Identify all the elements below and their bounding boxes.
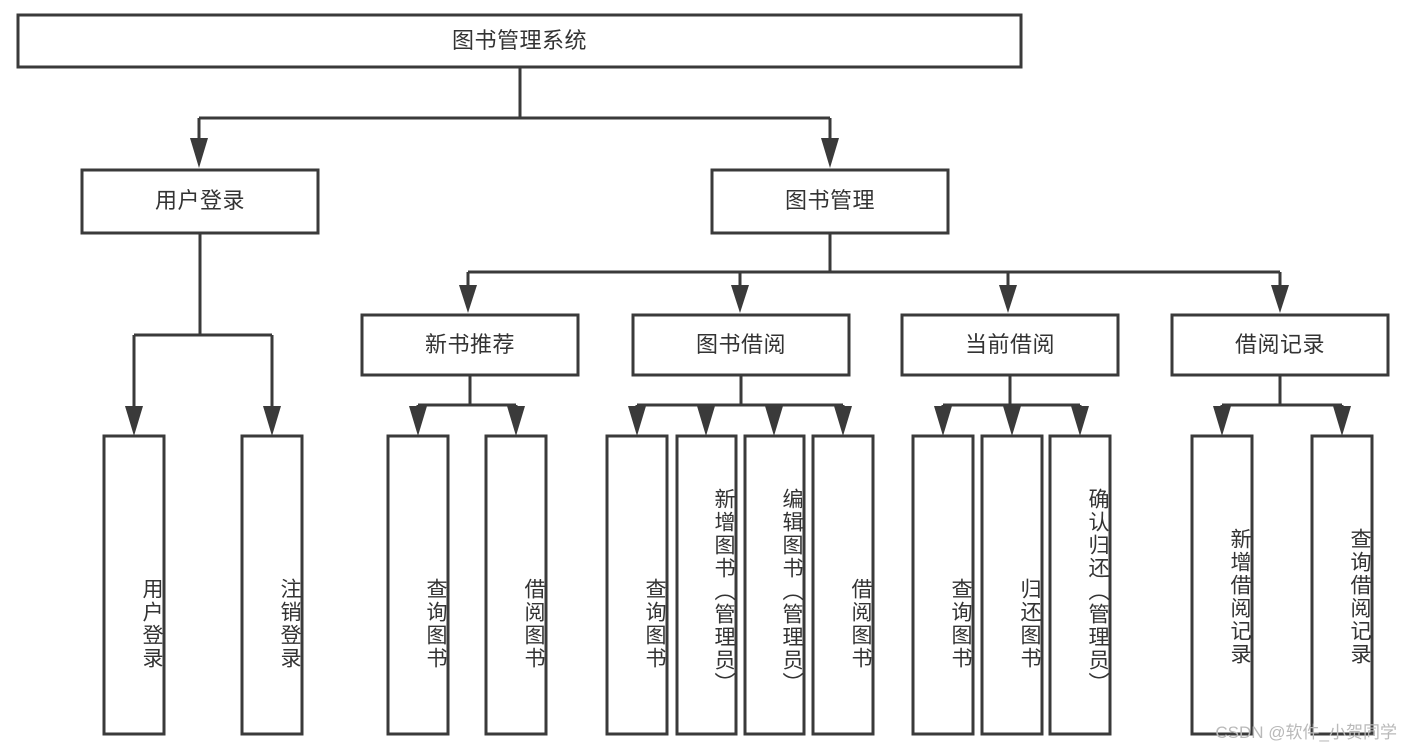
leaf-box-bb-2[interactable]: [675, 434, 738, 736]
arrowhead-leaf-bb-1: [628, 406, 646, 436]
arrowhead-leaf-bb-2: [697, 406, 715, 436]
arrowhead-leaf-br-2: [1333, 406, 1351, 436]
leaf-box-nbr-1[interactable]: [386, 434, 450, 736]
node-book-manage[interactable]: [710, 168, 950, 235]
node-book-borrow[interactable]: [631, 313, 851, 377]
arrowhead-leaf-br-1: [1213, 406, 1231, 436]
arrowhead-leaf-user-login-1: [125, 406, 143, 436]
leaf-box-cb-3[interactable]: [1048, 434, 1112, 736]
leaf-box-bb-3[interactable]: [743, 434, 806, 736]
arrowhead-book-borrow: [731, 285, 749, 313]
arrowhead-leaf-cb-1: [934, 406, 952, 436]
leaf-box-user-login-2[interactable]: [240, 434, 304, 736]
leaf-box-br-1[interactable]: [1190, 434, 1254, 736]
node-root[interactable]: [16, 13, 1023, 69]
leaf-box-nbr-2[interactable]: [484, 434, 548, 736]
leaf-box-br-2[interactable]: [1310, 434, 1374, 736]
arrowhead-leaf-bb-4: [834, 406, 852, 436]
arrowhead-new-book-recommend: [459, 285, 477, 313]
leaf-box-cb-1[interactable]: [911, 434, 975, 736]
arrowhead-leaf-user-login-2: [263, 406, 281, 436]
arrowhead-leaf-cb-2: [1003, 406, 1021, 436]
arrowhead-leaf-cb-3: [1071, 406, 1089, 436]
leaf-box-bb-1[interactable]: [605, 434, 669, 736]
leaf-box-bb-4[interactable]: [811, 434, 875, 736]
node-new-book-recommend[interactable]: [360, 313, 580, 377]
arrowhead-user-login: [190, 138, 208, 168]
arrowhead-book-manage: [821, 138, 839, 168]
arrowhead-leaf-nbr-1: [409, 406, 427, 436]
node-user-login[interactable]: [80, 168, 320, 235]
arrowhead-leaf-bb-3: [765, 406, 783, 436]
arrowhead-leaf-nbr-2: [507, 406, 525, 436]
node-current-borrow[interactable]: [900, 313, 1120, 377]
arrowhead-current-borrow: [999, 285, 1017, 313]
leaf-box-user-login-1[interactable]: [102, 434, 166, 736]
node-borrow-record[interactable]: [1170, 313, 1390, 377]
leaf-box-cb-2[interactable]: [980, 434, 1044, 736]
arrowhead-borrow-record: [1271, 285, 1289, 313]
